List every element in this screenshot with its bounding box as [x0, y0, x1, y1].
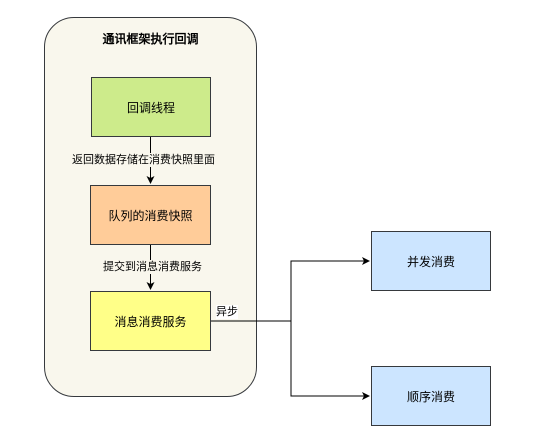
node-callback-thread: 回调线程 — [91, 77, 211, 137]
edge-label-submit-service: 提交到消息消费服务 — [103, 260, 202, 274]
node-ordered-consume-label: 顺序消费 — [406, 389, 455, 404]
node-callback-thread-label: 回调线程 — [126, 100, 175, 115]
node-message-service-label: 消息消费服务 — [114, 314, 187, 329]
edge-service-to-ordered — [211, 320, 370, 400]
node-queue-snapshot: 队列的消费快照 — [90, 185, 211, 245]
edge-label-async: 异步 — [216, 305, 238, 319]
node-concurrent-consume-label: 并发消费 — [406, 254, 455, 269]
edge-label-return-store: 返回数据存储在消费快照里面 — [72, 153, 215, 167]
node-concurrent-consume: 并发消费 — [371, 231, 491, 291]
node-queue-snapshot-label: 队列的消费快照 — [108, 208, 193, 223]
node-ordered-consume: 顺序消费 — [371, 366, 491, 426]
container-title: 通讯框架执行回调 — [102, 32, 199, 46]
node-message-service: 消息消费服务 — [90, 291, 211, 351]
